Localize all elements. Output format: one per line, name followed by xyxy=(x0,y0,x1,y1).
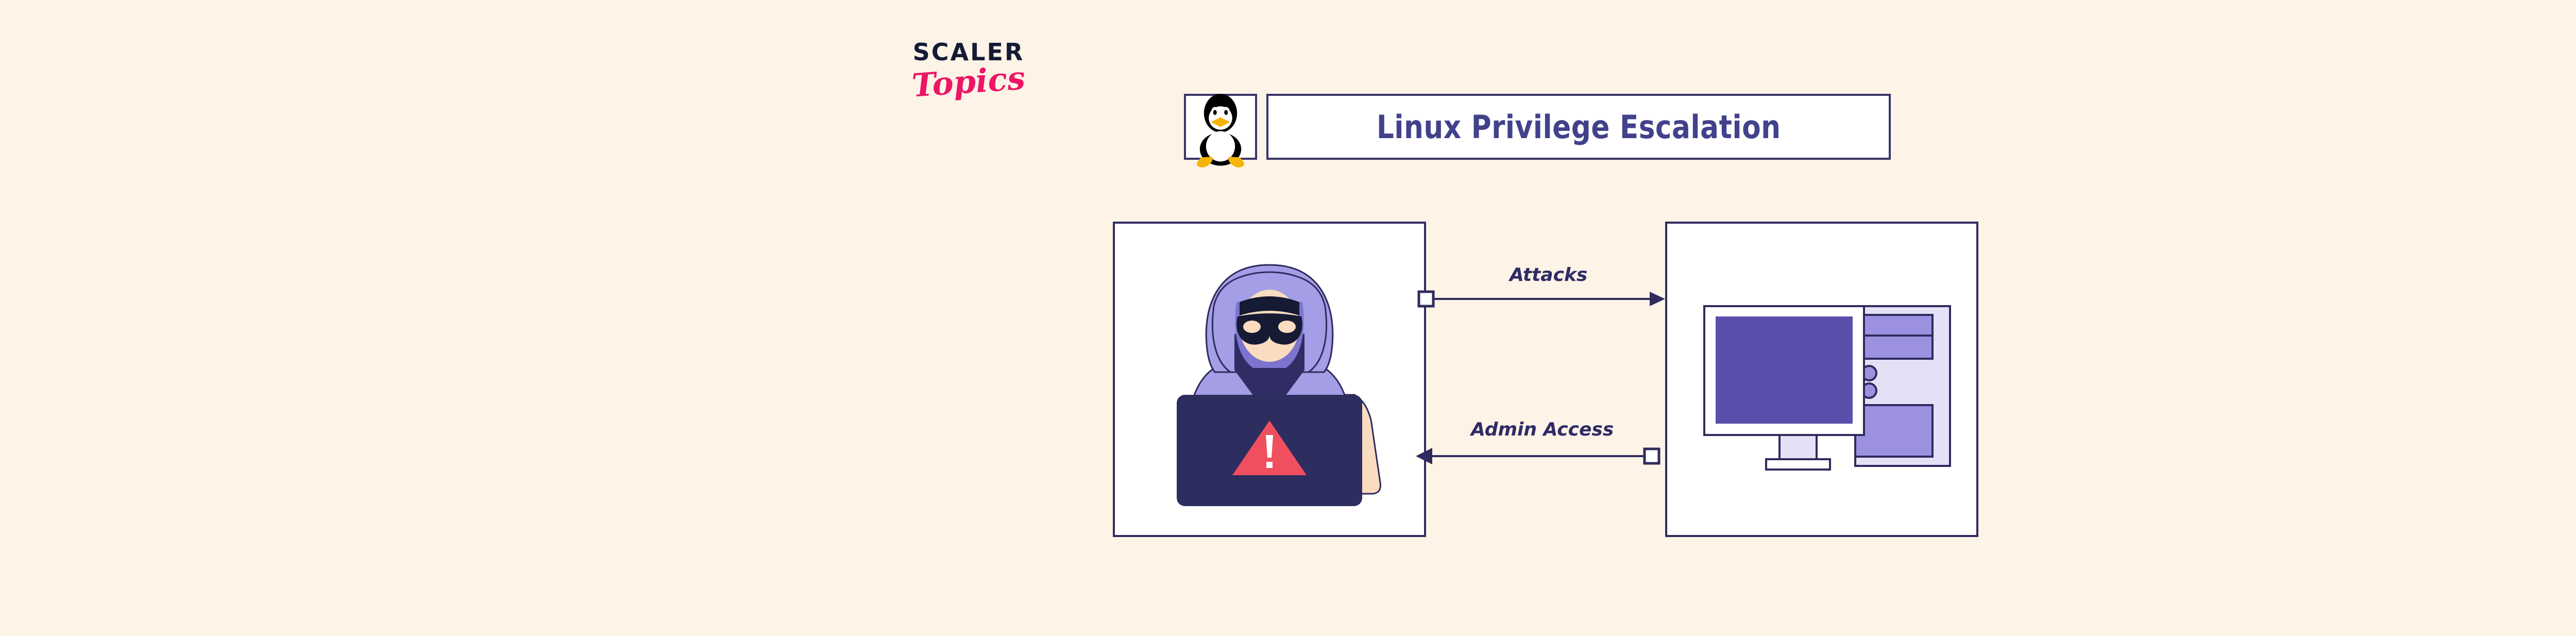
title-row: Linux Privilege Escalation xyxy=(1184,93,1891,168)
linux-logo-box xyxy=(1184,93,1257,168)
page-title-box: Linux Privilege Escalation xyxy=(1266,94,1891,160)
edge-label-attacks: Attacks xyxy=(1510,264,1588,286)
hacker-illustration xyxy=(1177,264,1381,506)
page-title: Linux Privilege Escalation xyxy=(1376,108,1781,146)
brand-wordmark: SCALER xyxy=(912,38,1025,66)
edge-label-admin-access: Admin Access xyxy=(1471,419,1614,440)
scaler-topics-logo: SCALER Topics xyxy=(894,40,1043,118)
target-node xyxy=(1665,222,1978,537)
desktop-computer-illustration xyxy=(1703,305,1951,471)
attacks-arrowhead xyxy=(1650,292,1665,306)
brand-scriptmark: Topics xyxy=(910,59,1027,105)
linux-tux-penguin-icon xyxy=(1197,93,1244,168)
attacker-node xyxy=(1113,222,1426,537)
admin-access-connector-square xyxy=(1643,447,1660,465)
